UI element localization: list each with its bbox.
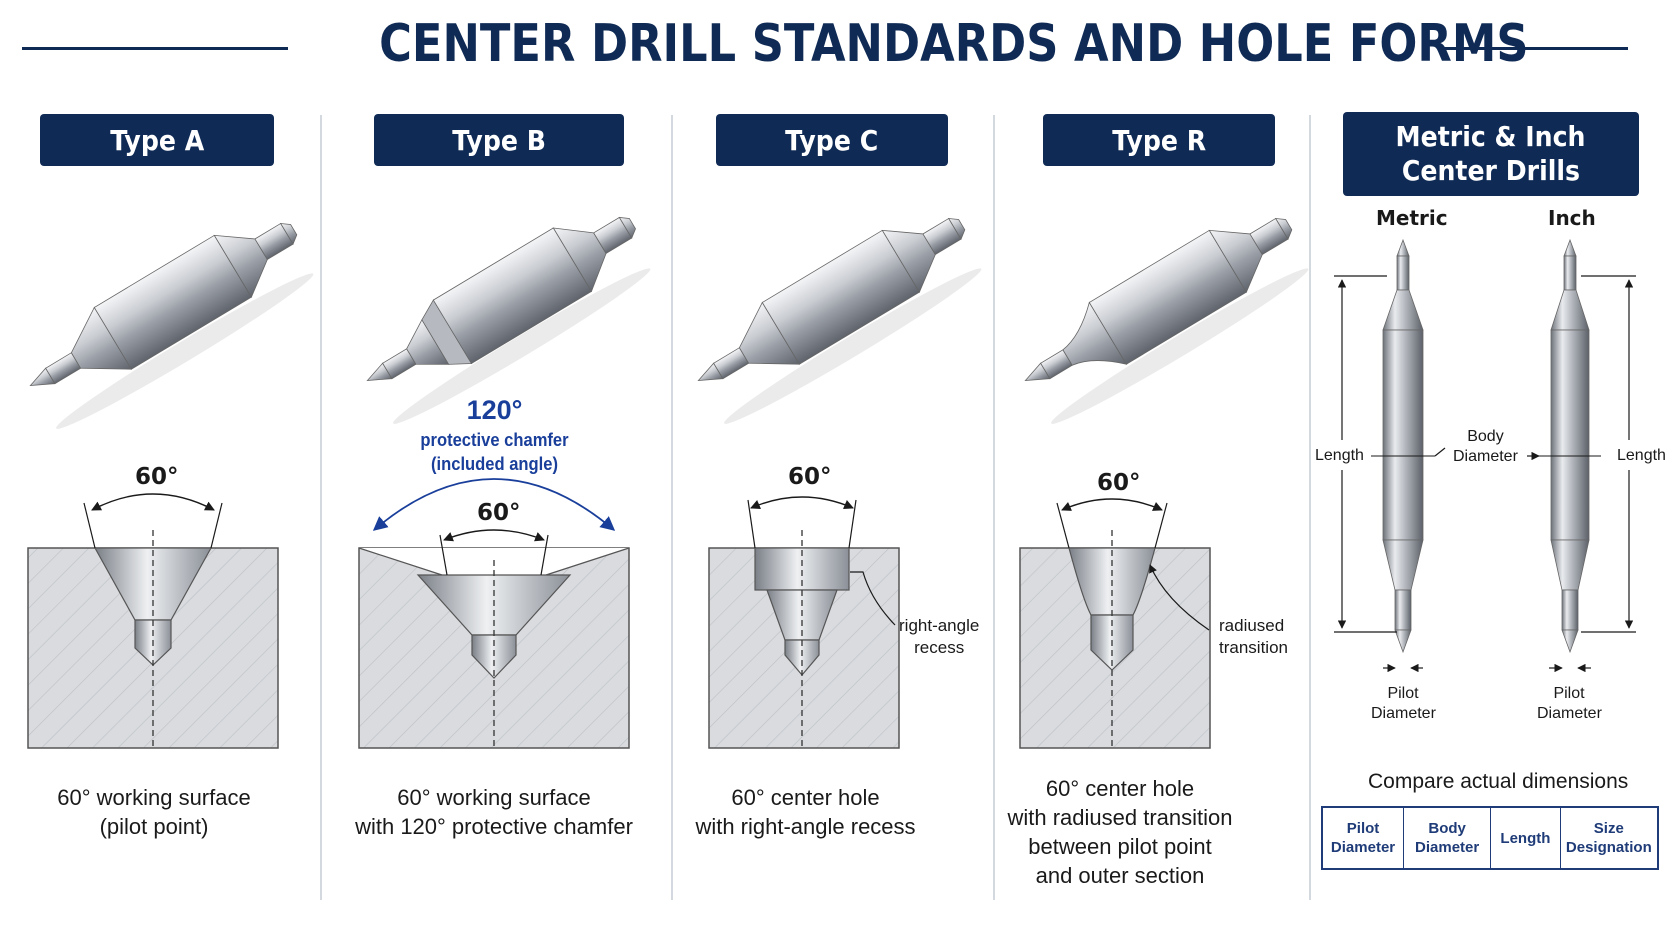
type-c-badge: Type C bbox=[716, 114, 948, 166]
type-b-badge: Type B bbox=[374, 114, 624, 166]
type-c-column: Type C 60° right-angle recess bbox=[673, 0, 993, 941]
title-rule-right bbox=[1444, 47, 1628, 50]
type-c-diagram bbox=[697, 217, 982, 749]
inch-label: Inch bbox=[1548, 206, 1596, 230]
type-b-drill-illustration bbox=[366, 216, 651, 424]
type-c-angle-label: 60° bbox=[788, 464, 832, 490]
table-header-size-designation: Size Designation bbox=[1559, 806, 1659, 870]
type-r-callout: radiused transition bbox=[1219, 616, 1288, 657]
length-dimension-lines bbox=[1334, 275, 1636, 673]
metric-inch-diagram bbox=[1334, 238, 1636, 673]
type-r-badge: Type R bbox=[1043, 114, 1275, 166]
type-r-drill-illustration bbox=[1024, 217, 1309, 424]
type-b-column: Type B 120° protective c bbox=[322, 0, 671, 941]
type-b-chamfer-angle: 120° bbox=[466, 395, 523, 425]
metric-drill-illustration bbox=[1382, 238, 1424, 654]
type-a-diagram bbox=[27, 222, 314, 749]
type-c-caption: 60° center hole with right-angle recess bbox=[695, 785, 916, 839]
metric-length-label: Length bbox=[1315, 447, 1364, 464]
inch-length-label: Length bbox=[1617, 447, 1666, 464]
column-divider bbox=[1309, 115, 1311, 900]
type-a-angle-label: 60° bbox=[135, 464, 179, 490]
type-r-caption: 60° center hole with radiused transition… bbox=[1007, 776, 1233, 888]
type-r-hole-section bbox=[1019, 498, 1211, 749]
type-c-hole-section bbox=[708, 496, 900, 749]
table-row: Pilot Diameter Body Diameter Length Size… bbox=[1321, 806, 1659, 870]
type-b-chamfer-label: protective chamfer (included angle) bbox=[420, 430, 569, 474]
column-divider bbox=[671, 115, 673, 900]
type-a-badge: Type A bbox=[40, 114, 274, 166]
table-header-length: Length bbox=[1490, 806, 1561, 870]
metric-pilot-diameter-label: Pilot Diameter bbox=[1371, 685, 1436, 722]
column-divider bbox=[993, 115, 995, 900]
type-a-column: Type A 60° 60° working surface (pilot bbox=[0, 0, 320, 941]
type-a-drill-illustration bbox=[29, 222, 314, 429]
type-r-diagram bbox=[1019, 217, 1309, 749]
type-b-hole-section bbox=[358, 478, 630, 749]
type-c-callout: right-angle recess bbox=[899, 616, 980, 657]
type-a-caption: 60° working surface (pilot point) bbox=[57, 785, 251, 839]
inch-drill-illustration bbox=[1550, 238, 1590, 654]
column-divider bbox=[320, 115, 322, 900]
body-diameter-label: Body Diameter bbox=[1453, 428, 1518, 465]
metric-inch-badge: Metric & Inch Center Drills bbox=[1343, 112, 1639, 196]
title-row: CENTER DRILL STANDARDS AND HOLE FORMS bbox=[0, 0, 1672, 100]
dimension-table: Pilot Diameter Body Diameter Length Size… bbox=[1321, 806, 1659, 870]
type-r-column: Type R 60° radiused transition bbox=[995, 0, 1309, 941]
title-rule-left bbox=[22, 47, 288, 50]
inch-pilot-diameter-label: Pilot Diameter bbox=[1537, 685, 1602, 722]
type-c-drill-illustration bbox=[697, 217, 982, 424]
type-a-hole-section bbox=[27, 493, 279, 749]
type-b-angle-label: 60° bbox=[477, 500, 521, 526]
metric-label: Metric bbox=[1376, 206, 1448, 230]
type-b-diagram bbox=[358, 216, 651, 749]
compare-text: Compare actual dimensions bbox=[1368, 770, 1629, 793]
table-header-pilot-diameter: Pilot Diameter bbox=[1321, 806, 1405, 870]
metric-inch-column: Metric & Inch Center Drills Metric Inch bbox=[1311, 0, 1672, 941]
table-header-body-diameter: Body Diameter bbox=[1403, 806, 1492, 870]
type-r-angle-label: 60° bbox=[1097, 470, 1141, 496]
type-b-caption: 60° working surface with 120° protective… bbox=[355, 785, 633, 839]
page-title: CENTER DRILL STANDARDS AND HOLE FORMS bbox=[379, 14, 1529, 74]
